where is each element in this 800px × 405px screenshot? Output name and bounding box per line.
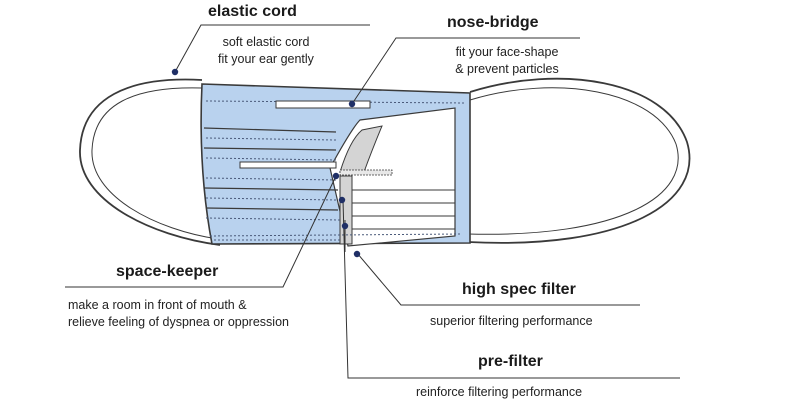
leader-elastic-cord [174, 24, 370, 73]
nose-bridge-desc: fit your face-shape & prevent particles [432, 44, 582, 78]
anchor-space-keeper [332, 172, 340, 180]
anchor-high-spec-filter [353, 250, 361, 258]
leader-space-keeper [65, 175, 337, 288]
leader-nose-bridge [351, 37, 580, 105]
left-ear-loop-inner [91, 87, 219, 240]
right-ear-loop-inner [467, 87, 679, 235]
anchor-mid-filter [341, 222, 349, 230]
filter-layer-lower [339, 175, 353, 245]
nose-wire [275, 100, 371, 109]
space-keeper-strip [239, 161, 337, 169]
pre-filter-desc: reinforce filtering performance [416, 385, 583, 399]
anchor-nose-bridge [348, 100, 356, 108]
space-keeper-desc: make a room in front of mouth & relieve … [68, 297, 289, 331]
anchor-elastic-cord [171, 68, 179, 76]
high-spec-filter-title: high spec filter [462, 281, 576, 298]
elastic-cord-desc-line2: fit your ear gently [218, 52, 314, 66]
nose-bridge-desc-line1: fit your face-shape [455, 45, 559, 59]
nose-bridge-title: nose-bridge [447, 14, 539, 31]
filter-layer [339, 125, 383, 173]
right-ear-loop [467, 77, 691, 244]
pre-filter-title: pre-filter [478, 353, 543, 370]
elastic-cord-desc-line1: soft elastic cord [222, 35, 310, 49]
elastic-cord-title: elastic cord [208, 3, 297, 20]
left-ear-loop [79, 78, 221, 246]
elastic-cord-desc: soft elastic cord fit your ear gently [196, 34, 336, 68]
space-keeper-title: space-keeper [116, 263, 219, 280]
space-keeper-desc-line1: make a room in front of mouth & [68, 298, 247, 312]
leader-pre-filter [342, 199, 680, 379]
space-keeper-desc-line2: relieve feeling of dyspnea or oppression [68, 315, 289, 329]
high-spec-filter-desc: superior filtering performance [430, 314, 593, 328]
leader-high-spec-filter [356, 252, 640, 306]
nose-bridge-desc-line2: & prevent particles [455, 62, 559, 76]
anchor-pre-filter [338, 196, 346, 204]
